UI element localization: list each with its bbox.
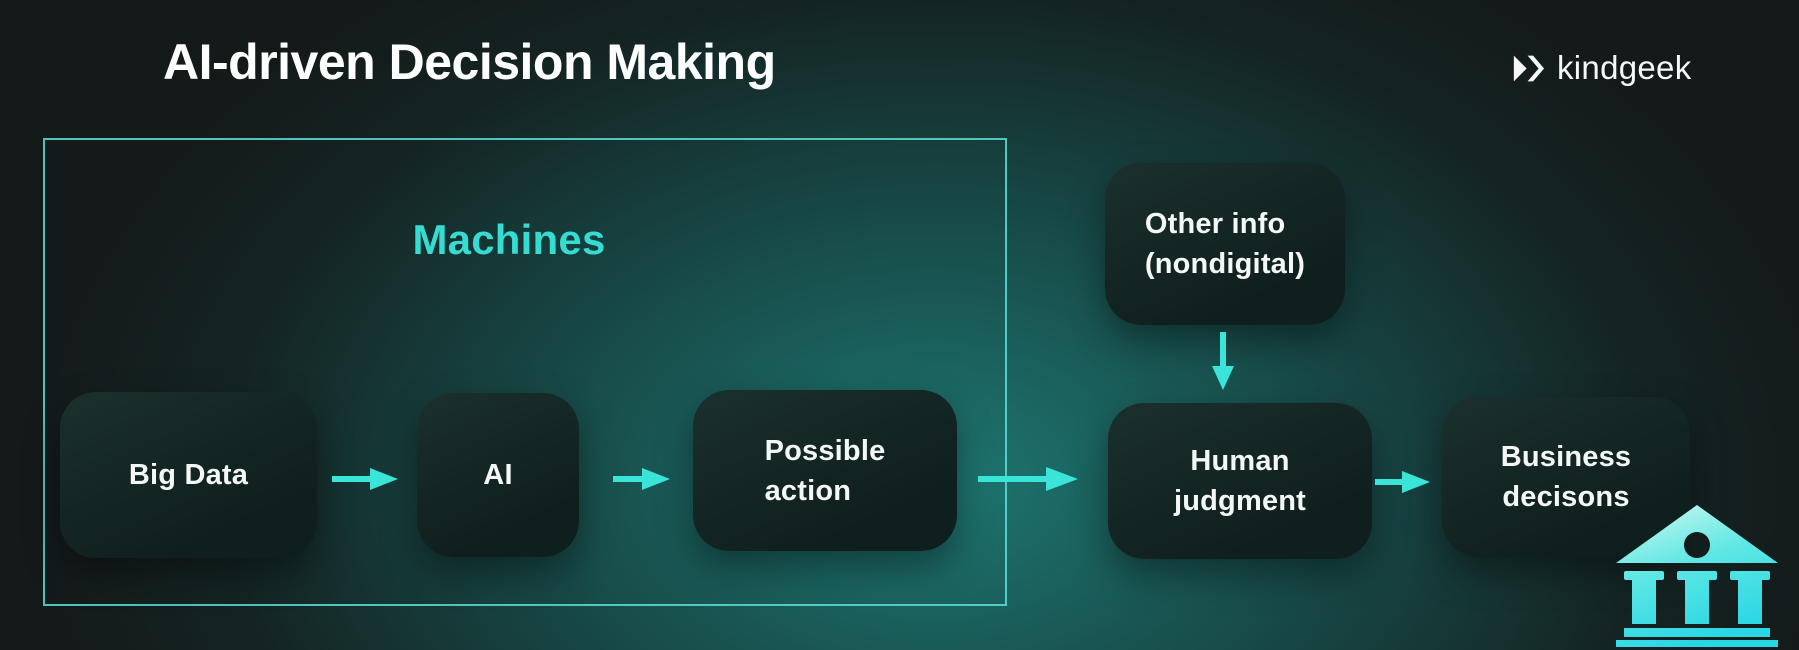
node-label: Business decisons <box>1501 437 1632 517</box>
machines-group-frame <box>43 138 1007 606</box>
node-big-data: Big Data <box>60 392 317 558</box>
page-title: AI-driven Decision Making <box>163 34 776 90</box>
label-line: AI <box>483 459 513 491</box>
double-chevron-icon <box>1513 55 1545 81</box>
label-line: judgment <box>1173 485 1307 517</box>
node-possible-action: Possible action <box>693 390 957 551</box>
node-label: Other info (nondigital) <box>1145 204 1305 284</box>
arrow-possible-action-to-human-judgment-icon <box>978 467 1078 491</box>
node-business-decisions: Business decisons <box>1442 397 1690 557</box>
arrow-other-info-to-human-judgment-icon <box>1212 332 1234 390</box>
label-line: Other info <box>1144 208 1286 240</box>
node-label: Human judgment <box>1174 441 1306 521</box>
arrow-ai-to-possible-action-icon <box>613 468 670 490</box>
bank-icon <box>1616 505 1778 647</box>
node-label: AI <box>483 455 512 495</box>
label-line: Big Data <box>128 459 249 491</box>
label-line: Possible <box>764 434 886 467</box>
label-line: (nondigital) <box>1144 248 1306 280</box>
arrow-big-data-to-ai-icon <box>332 468 398 490</box>
node-other-info: Other info (nondigital) <box>1105 163 1345 325</box>
node-label: Big Data <box>129 455 248 495</box>
label-line: Human <box>1190 445 1290 477</box>
brand-name: kindgeek <box>1557 49 1692 86</box>
label-line: Business <box>1500 441 1632 473</box>
machines-group-label: Machines <box>412 216 606 263</box>
node-human-judgment: Human judgment <box>1108 403 1372 559</box>
node-ai: AI <box>417 393 579 557</box>
brand-logo: kindgeek <box>1512 49 1692 87</box>
label-line: action <box>764 474 852 507</box>
node-label: Possible action <box>765 431 886 511</box>
label-line: decisons <box>1502 481 1630 513</box>
arrow-human-judgment-to-business-decisions-icon <box>1375 471 1430 493</box>
